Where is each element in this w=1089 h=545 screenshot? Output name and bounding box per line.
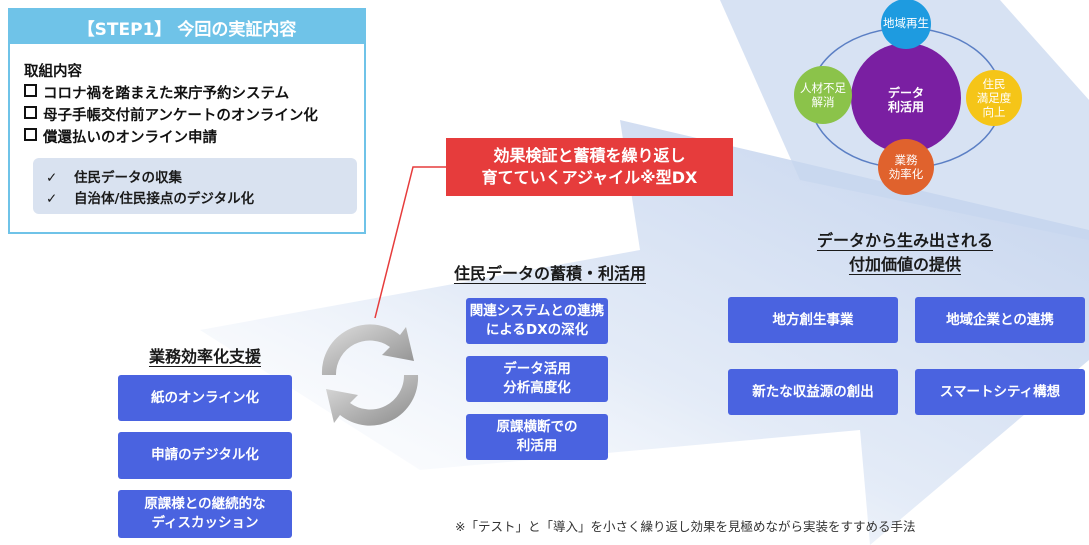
step-item-1: コロナ禍を踏まえた来庁予約システム bbox=[24, 82, 289, 103]
new-revenue-button: 新たな収益源の創出 bbox=[728, 369, 898, 415]
checkbox-square-icon bbox=[24, 128, 37, 141]
data-analysis-button: データ活用分析高度化 bbox=[466, 356, 608, 402]
discussion-button: 原課様との継続的なディスカッション bbox=[118, 490, 292, 538]
check-item-1: ✓住民データの収集 bbox=[46, 170, 182, 186]
regional-revitalization-button: 地方創生事業 bbox=[728, 297, 898, 343]
cycle-right-label: 住民満足度向上 bbox=[976, 77, 1012, 119]
check-item-2: ✓自治体/住民接点のデジタル化 bbox=[46, 191, 255, 207]
right-section-title: データから生み出される 付加価値の提供 bbox=[816, 231, 993, 274]
paper-online-button: 紙のオンライン化 bbox=[118, 375, 292, 421]
agile-dx-callout: 効果検証と蓄積を繰り返し 育てていくアジャイル※型DX bbox=[446, 138, 733, 196]
local-business-button: 地域企業との連携 bbox=[915, 297, 1085, 343]
callout-line-1: 効果検証と蓄積を繰り返し bbox=[493, 146, 686, 165]
step-item-3: 償還払いのオンライン申請 bbox=[24, 126, 217, 147]
cycle-bottom-label: 業務効率化 bbox=[888, 153, 924, 181]
step-heading: 取組内容 bbox=[24, 64, 82, 80]
left-section-title: 業務効率化支援 bbox=[148, 347, 261, 366]
checkbox-square-icon bbox=[24, 84, 37, 97]
check-icon: ✓ bbox=[46, 191, 58, 207]
check-list-box bbox=[33, 158, 357, 214]
middle-section-title: 住民データの蓄積・利活用 bbox=[453, 264, 646, 283]
cycle-arrows-icon bbox=[321, 324, 419, 426]
cycle-center-label: データ利活用 bbox=[887, 86, 924, 114]
application-digital-button: 申請のデジタル化 bbox=[118, 432, 292, 479]
footnote: ※「テスト」と「導入」を小さく繰り返し効果を見極めながら実装をすすめる手法 bbox=[455, 519, 916, 534]
check-icon: ✓ bbox=[46, 170, 58, 186]
checkbox-square-icon bbox=[24, 106, 37, 119]
step-header: 【STEP1】 今回の実証内容 bbox=[10, 10, 364, 44]
callout-line-2: 育てていくアジャイル※型DX bbox=[481, 168, 698, 187]
cycle-top-label: 地域再生 bbox=[883, 16, 929, 30]
step-item-2: 母子手帳交付前アンケートのオンライン化 bbox=[24, 104, 318, 125]
cycle-left-label: 人材不足解消 bbox=[800, 81, 846, 109]
cross-department-button: 原課横断での利活用 bbox=[466, 414, 608, 460]
system-integration-button: 関連システムとの連携によるDXの深化 bbox=[466, 298, 608, 344]
value-cycle-diagram bbox=[794, 0, 1022, 195]
smart-city-button: スマートシティ構想 bbox=[915, 369, 1085, 415]
